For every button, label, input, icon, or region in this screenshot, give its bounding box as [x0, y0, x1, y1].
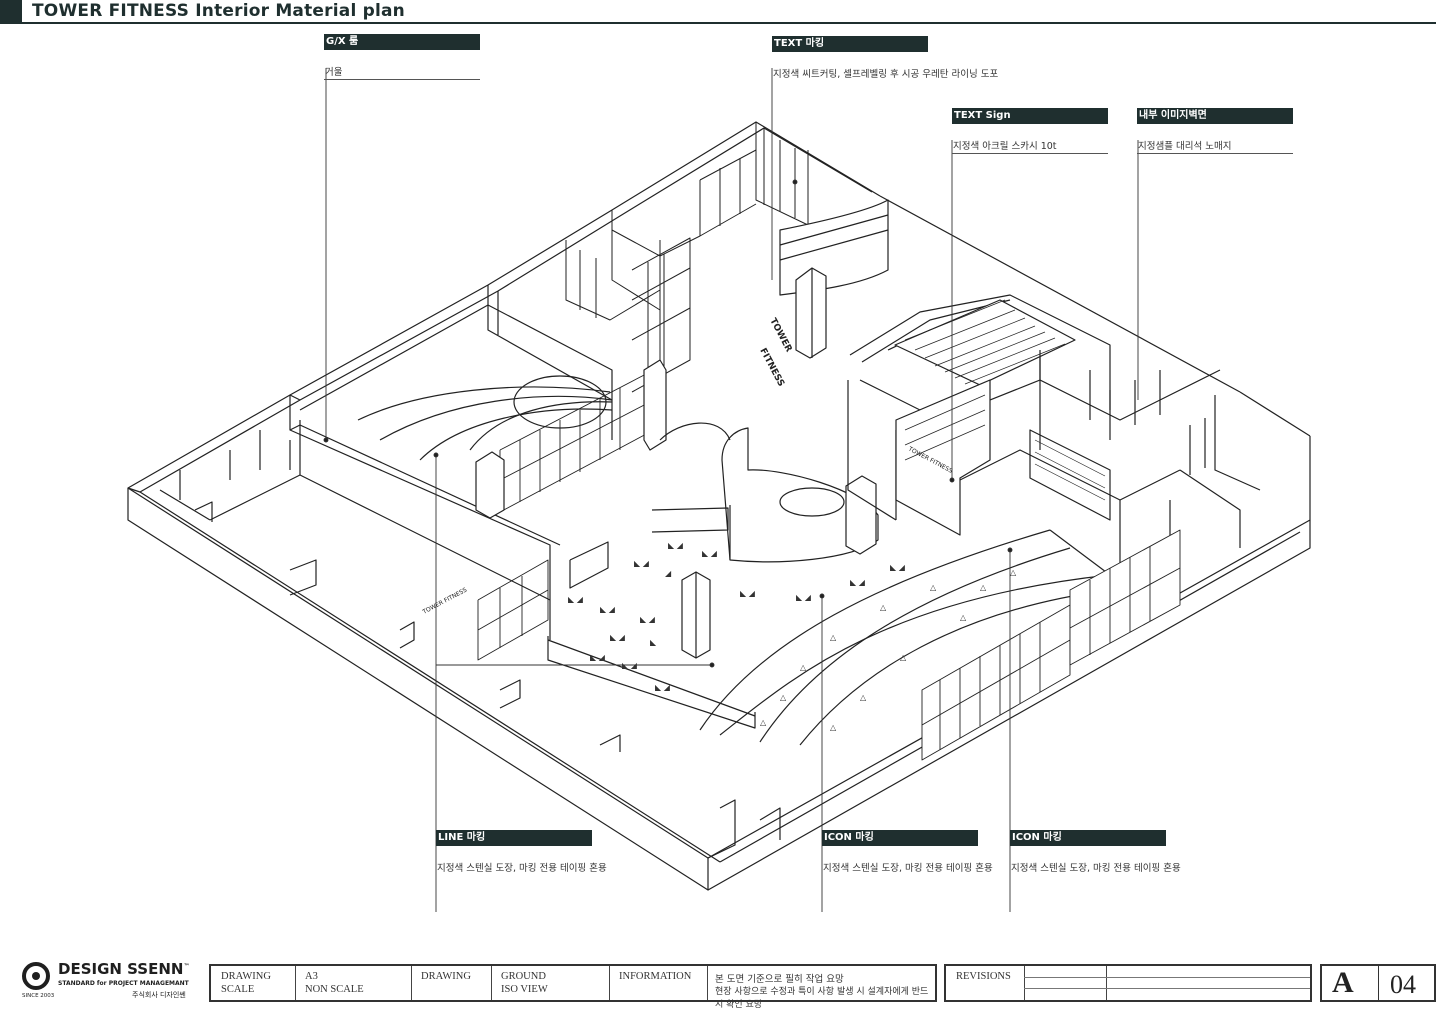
callout-icon-marking-1: ICON 마킹 지정색 스텐실 도장, 마킹 전용 테이핑 혼용: [822, 830, 993, 875]
callout-head: G/X 룸: [324, 34, 480, 50]
drawing-value: GROUND ISO VIEW: [501, 971, 548, 995]
logo-mark-icon: [22, 962, 50, 990]
drawing-scale-label: DRAWING SCALE: [221, 971, 271, 995]
callout-interior-wall: 내부 이미지벽면 지정샘플 대리석 노매지: [1137, 108, 1293, 154]
svg-text:◣ ◢: ◣ ◢: [796, 593, 812, 602]
locker-cells: [904, 299, 1106, 501]
svg-text:◣ ◢: ◣ ◢: [634, 559, 650, 568]
callout-text-sign: TEXT Sign 지정색 아크릴 스카시 10t: [952, 108, 1108, 154]
svg-text:TOWER: TOWER: [767, 317, 793, 354]
logo-tagline: STANDARD for PROJECT MANAGEMANT: [58, 980, 189, 987]
svg-text:△: △: [930, 583, 937, 592]
svg-text:◣ ◢: ◣ ◢: [668, 541, 684, 550]
callout-text-marking: TEXT 마킹 지정색 씨트커팅, 셀프레벨링 후 시공 우레탄 라이닝 도포: [772, 36, 999, 81]
callout-desc: 지정샘플 대리석 노매지: [1137, 124, 1293, 154]
svg-text:△: △: [830, 723, 837, 732]
callout-head: ICON 마킹: [1010, 830, 1166, 846]
svg-text:◢: ◢: [665, 569, 672, 578]
center-desk: [475, 359, 879, 563]
bottom-wall-sections: [194, 501, 781, 859]
floor-text-marking: TOWER FITNESS: [757, 317, 793, 389]
drawing-scale-value: A3 NON SCALE: [305, 971, 364, 995]
svg-text:△: △: [860, 693, 867, 702]
callout-desc: 지정색 스텐실 도장, 마킹 전용 테이핑 혼용: [1011, 863, 1181, 874]
svg-text:△: △: [880, 603, 887, 612]
callout-desc: 지정색 스텐실 도장, 마킹 전용 테이핑 혼용: [437, 863, 607, 874]
svg-text:△: △: [800, 663, 807, 672]
title-bar: TOWER FITNESS Interior Material plan: [0, 0, 1436, 24]
wall-sign-text: TOWER FITNESS: [421, 587, 469, 617]
callout-line-marking: LINE 마킹 지정색 스텐실 도장, 마킹 전용 테이핑 혼용: [436, 830, 607, 875]
svg-text:◣ ◢: ◣ ◢: [890, 563, 906, 572]
left-room: [159, 420, 551, 601]
upper-rooms: [565, 122, 809, 393]
information-label: INFORMATION: [619, 971, 692, 982]
drawing-label: DRAWING: [421, 971, 471, 982]
callout-head: LINE 마킹: [436, 830, 592, 846]
revisions-block: REVISIONS: [944, 964, 1312, 1002]
logo-name: DESIGN SSENN™: [58, 960, 190, 978]
svg-text:△: △: [900, 653, 907, 662]
callout-desc: 지정색 아크릴 스카시 10t: [952, 124, 1108, 154]
svg-text:△: △: [830, 633, 837, 642]
svg-text:◣ ◢: ◣ ◢: [568, 595, 584, 604]
callout-desc: 지정색 씨트커팅, 셀프레벨링 후 시공 우레탄 라이닝 도포: [773, 69, 999, 80]
sheet-number: 04: [1390, 970, 1416, 999]
logo-since: SINCE 2003: [22, 993, 55, 999]
sheet-number-block: A 04: [1320, 964, 1436, 1002]
svg-text:◣ ◢: ◣ ◢: [850, 578, 866, 587]
design-ssenn-logo: DESIGN SSENN™ STANDARD for PROJECT MANAG…: [20, 960, 200, 1006]
window-grid-left: [477, 371, 651, 661]
callout-head: TEXT Sign: [952, 108, 1108, 124]
svg-text:△: △: [1010, 568, 1017, 577]
callout-head: 내부 이미지벽면: [1137, 108, 1293, 124]
callout-icon-marking-2: ICON 마킹 지정색 스텐실 도장, 마킹 전용 테이핑 혼용: [1010, 830, 1181, 875]
callout-head: TEXT 마킹: [772, 36, 928, 52]
svg-text:△: △: [760, 718, 767, 727]
isometric-floor-plan: ◣ ◢ ◣ ◢ ◣ ◢ ◢ ◣ ◢ ◣ ◢ ◣ ◢ ◣ ◢ ◣ ◣ ◢ ◣ ◢ ◣ ◢ ◣ …: [127, 68, 1311, 912]
svg-text:FITNESS: FITNESS: [757, 347, 785, 389]
outer-wall: [127, 391, 1311, 891]
svg-text:◣ ◢: ◣ ◢: [622, 661, 638, 670]
svg-text:◣: ◣: [650, 638, 657, 647]
floor-icon-markings: ◣ ◢ ◣ ◢ ◣ ◢ ◢ ◣ ◢ ◣ ◢ ◣ ◢ ◣ ◢ ◣ ◣ ◢ ◣ ◢ ◣ ◢ ◣ …: [568, 541, 1017, 732]
logo-korean-name: 주식회사 디자인쎈: [132, 991, 186, 999]
information-value: 본 도면 기준으로 필히 작업 요망 현장 사항으로 수정과 특이 사항 발생 …: [715, 974, 929, 1010]
svg-text:◣ ◢: ◣ ◢: [600, 605, 616, 614]
title-rule: [0, 22, 1436, 24]
svg-text:◣ ◢: ◣ ◢: [655, 683, 671, 692]
title-block: DRAWING SCALE A3 NON SCALE DRAWING GROUN…: [209, 964, 937, 1010]
svg-text:◣ ◢: ◣ ◢: [740, 589, 756, 598]
revisions-label: REVISIONS: [956, 971, 1011, 982]
title-block-square: [0, 0, 22, 22]
callout-desc: 거울: [324, 50, 480, 80]
svg-text:◣ ◢: ◣ ◢: [702, 549, 718, 558]
callout-gx-room: G/X 룸 거울: [324, 34, 480, 80]
svg-text:△: △: [980, 583, 987, 592]
svg-text:△: △: [780, 693, 787, 702]
svg-text:△: △: [960, 613, 967, 622]
gx-room: [289, 285, 613, 640]
locker-area: [847, 294, 1261, 610]
window-grid-right: [921, 529, 1181, 761]
callout-head: ICON 마킹: [822, 830, 978, 846]
page-title: TOWER FITNESS Interior Material plan: [32, 1, 405, 21]
svg-text:◣ ◢: ◣ ◢: [590, 653, 606, 662]
sheet-letter: A: [1332, 966, 1354, 999]
callout-desc: 지정색 스텐실 도장, 마킹 전용 테이핑 혼용: [823, 863, 993, 874]
svg-text:◣ ◢: ◣ ◢: [640, 615, 656, 624]
running-track: [699, 529, 1111, 746]
svg-text:◣ ◢: ◣ ◢: [610, 633, 626, 642]
reception-curved-wall: [779, 199, 889, 359]
